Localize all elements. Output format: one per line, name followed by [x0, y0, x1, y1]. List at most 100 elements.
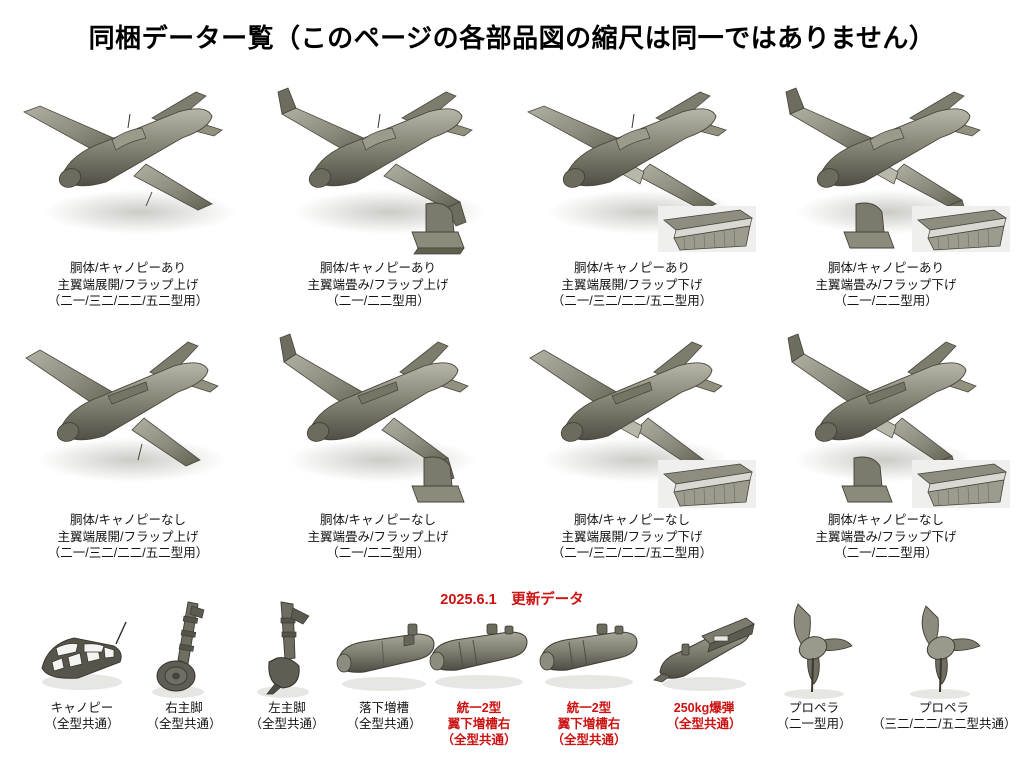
aircraft-card[interactable]: 胴体/キャノピーあり 主翼端畳み/フラップ上げ （二一/二二型用）	[250, 80, 506, 325]
caption-line-3: （二一/三二/二二/五二型用）	[47, 294, 209, 308]
part-card[interactable]: プロペラ （三二/二二/五二型共通）	[872, 600, 1016, 760]
caption-line-3: （二一/三二/二二/五二型用）	[47, 546, 209, 560]
part-label: 250kg爆弾 （全型共通）	[632, 700, 776, 732]
bomb-250kg-icon	[650, 600, 758, 700]
part-card[interactable]: 落下増槽 （全型共通）	[330, 600, 438, 760]
caption-line-2: 主翼端展開/フラップ上げ	[57, 277, 199, 292]
part-label-line-2: （三二/二二/五二型共通）	[872, 717, 1017, 731]
part-label-line-2: （全型共通）	[346, 717, 422, 731]
part-label: プロペラ （二一型用）	[742, 700, 886, 732]
aircraft-model-icon	[504, 80, 760, 262]
aircraft-card[interactable]: 胴体/キャノピーあり 主翼端展開/フラップ下げ （二一/三二/二二/五二型用）	[504, 80, 760, 325]
part-label-line-2: （全型共通）	[44, 717, 120, 731]
caption-line-3: （二一/三二/二二/五二型用）	[551, 546, 713, 560]
part-label-line-1: 250kg爆弾	[673, 701, 735, 715]
folded-wingtip-inset-icon	[834, 454, 906, 516]
folded-wingtip-inset-icon	[836, 198, 908, 260]
part-label: 統一2型 翼下増槽右 （全型共通）	[517, 700, 661, 748]
canopy-frame-icon	[28, 600, 136, 700]
part-label: プロペラ （三二/二二/五二型共通）	[872, 700, 1016, 732]
caption-line-2: 主翼端展開/フラップ下げ	[561, 277, 703, 292]
part-card[interactable]: 右主脚 （全型共通）	[130, 600, 238, 760]
part-label-line-1: 左主脚	[268, 701, 306, 715]
part-card[interactable]: 左主脚 （全型共通）	[233, 600, 341, 760]
part-card[interactable]: 統一2型 翼下増槽右 （全型共通）	[535, 600, 643, 760]
part-label-line-2: 翼下増槽右	[447, 717, 511, 731]
part-card[interactable]: キャノピー （全型共通）	[28, 600, 136, 760]
part-label: 左主脚 （全型共通）	[215, 700, 359, 732]
part-label: キャノピー （全型共通）	[10, 700, 154, 732]
part-label-line-3: （全型共通）	[441, 733, 517, 747]
part-label: 統一2型 翼下増槽右 （全型共通）	[407, 700, 551, 748]
aircraft-caption: 胴体/キャノピーなし 主翼端展開/フラップ上げ （二一/三二/二二/五二型用）	[0, 512, 256, 562]
part-card[interactable]: プロペラ （二一型用）	[760, 600, 868, 760]
caption-line-3: （二一/二二型用）	[834, 546, 938, 560]
aircraft-card[interactable]: 胴体/キャノピーあり 主翼端畳み/フラップ下げ （二一/二二型用）	[758, 80, 1014, 325]
aircraft-card[interactable]: 胴体/キャノピーなし 主翼端展開/フラップ下げ （二一/三二/二二/五二型用）	[504, 332, 760, 577]
aircraft-caption: 胴体/キャノピーあり 主翼端展開/フラップ上げ （二一/三二/二二/五二型用）	[0, 260, 256, 310]
caption-line-1: 胴体/キャノピーなし	[320, 513, 436, 527]
update-notice: 2025.6.1 更新データ	[440, 592, 584, 608]
part-label-line-1: 落下増槽	[358, 701, 409, 715]
aircraft-caption: 胴体/キャノピーあり 主翼端畳み/フラップ下げ （二一/二二型用）	[758, 260, 1014, 310]
part-card[interactable]: 統一2型 翼下増槽右 （全型共通）	[425, 600, 533, 760]
lowered-flap-inset-icon	[654, 454, 760, 516]
caption-line-2: 主翼端展開/フラップ上げ	[57, 529, 199, 544]
part-label-line-1: 右主脚	[165, 701, 203, 715]
drop-tank-icon	[330, 600, 438, 700]
aircraft-caption: 胴体/キャノピーあり 主翼端展開/フラップ下げ （二一/三二/二二/五二型用）	[504, 260, 760, 310]
caption-line-1: 胴体/キャノピーあり	[320, 261, 436, 275]
part-label-line-2: （全型共通）	[666, 717, 742, 731]
caption-line-2: 主翼端畳み/フラップ上げ	[307, 529, 449, 544]
aircraft-caption: 胴体/キャノピーなし 主翼端畳み/フラップ下げ （二一/二二型用）	[758, 512, 1014, 562]
aircraft-model-icon	[0, 80, 256, 262]
left-main-gear-icon	[233, 600, 341, 700]
aircraft-card[interactable]: 胴体/キャノピーあり 主翼端展開/フラップ上げ （二一/三二/二二/五二型用）	[0, 80, 256, 325]
caption-line-1: 胴体/キャノピーあり	[828, 261, 944, 275]
caption-line-1: 胴体/キャノピーなし	[574, 513, 690, 527]
lowered-flap-inset-icon	[908, 454, 1014, 516]
part-label-line-2: 翼下増槽右	[557, 717, 621, 731]
aircraft-caption: 胴体/キャノピーなし 主翼端畳み/フラップ上げ （二一/二二型用）	[250, 512, 506, 562]
aircraft-caption: 胴体/キャノピーあり 主翼端畳み/フラップ上げ （二一/二二型用）	[250, 260, 506, 310]
caption-line-3: （二一/二二型用）	[326, 546, 430, 560]
part-label-line-1: キャノピー	[50, 701, 114, 715]
part-label-line-2: （全型共通）	[249, 717, 325, 731]
aircraft-caption: 胴体/キャノピーなし 主翼端展開/フラップ下げ （二一/三二/二二/五二型用）	[504, 512, 760, 562]
part-label-line-1: 統一2型	[456, 701, 502, 715]
aircraft-card[interactable]: 胴体/キャノピーなし 主翼端畳み/フラップ下げ （二一/二二型用）	[758, 332, 1014, 577]
part-label-line-2: （二一型用）	[776, 717, 852, 731]
aircraft-row-no-canopy: 胴体/キャノピーなし 主翼端展開/フラップ上げ （二一/三二/二二/五二型用）	[0, 332, 1024, 577]
aircraft-model-icon	[0, 332, 256, 514]
folded-wingtip-inset-icon	[402, 454, 482, 516]
aircraft-card[interactable]: 胴体/キャノピーなし 主翼端畳み/フラップ上げ （二一/二二型用）	[250, 332, 506, 577]
part-label: 右主脚 （全型共通）	[112, 700, 256, 732]
part-card[interactable]: 250kg爆弾 （全型共通）	[650, 600, 758, 760]
part-label-line-1: 統一2型	[566, 701, 612, 715]
aircraft-model-icon	[504, 332, 760, 514]
caption-line-2: 主翼端畳み/フラップ下げ	[815, 529, 957, 544]
part-label: 落下増槽 （全型共通）	[312, 700, 456, 732]
caption-line-2: 主翼端畳み/フラップ下げ	[815, 277, 957, 292]
caption-line-1: 胴体/キャノピーなし	[828, 513, 944, 527]
page-title: 同梱データー覧（このページの各部品図の縮尺は同一ではありません）	[88, 23, 936, 53]
caption-line-3: （二一/三二/二二/五二型用）	[551, 294, 713, 308]
part-label-line-1: プロペラ	[788, 701, 839, 715]
caption-line-1: 胴体/キャノピーあり	[574, 261, 690, 275]
caption-line-2: 主翼端畳み/フラップ上げ	[307, 277, 449, 292]
propeller-type21-icon	[760, 600, 868, 700]
unified-type2-tank-right-icon-2	[535, 600, 643, 700]
propeller-type32-22-52-icon	[890, 600, 998, 700]
lowered-flap-inset-icon	[908, 198, 1014, 260]
aircraft-row-canopy: 胴体/キャノピーあり 主翼端展開/フラップ上げ （二一/三二/二二/五二型用）	[0, 80, 1024, 325]
folded-wingtip-inset-icon	[400, 198, 490, 260]
part-label-line-3: （全型共通）	[551, 733, 627, 747]
unified-type2-tank-right-icon	[425, 600, 533, 700]
lowered-flap-inset-icon	[654, 198, 760, 260]
right-main-gear-icon	[130, 600, 238, 700]
part-label-line-1: プロペラ	[918, 701, 969, 715]
caption-line-2: 主翼端展開/フラップ下げ	[561, 529, 703, 544]
caption-line-3: （二一/二二型用）	[326, 294, 430, 308]
aircraft-card[interactable]: 胴体/キャノピーなし 主翼端展開/フラップ上げ （二一/三二/二二/五二型用）	[0, 332, 256, 577]
